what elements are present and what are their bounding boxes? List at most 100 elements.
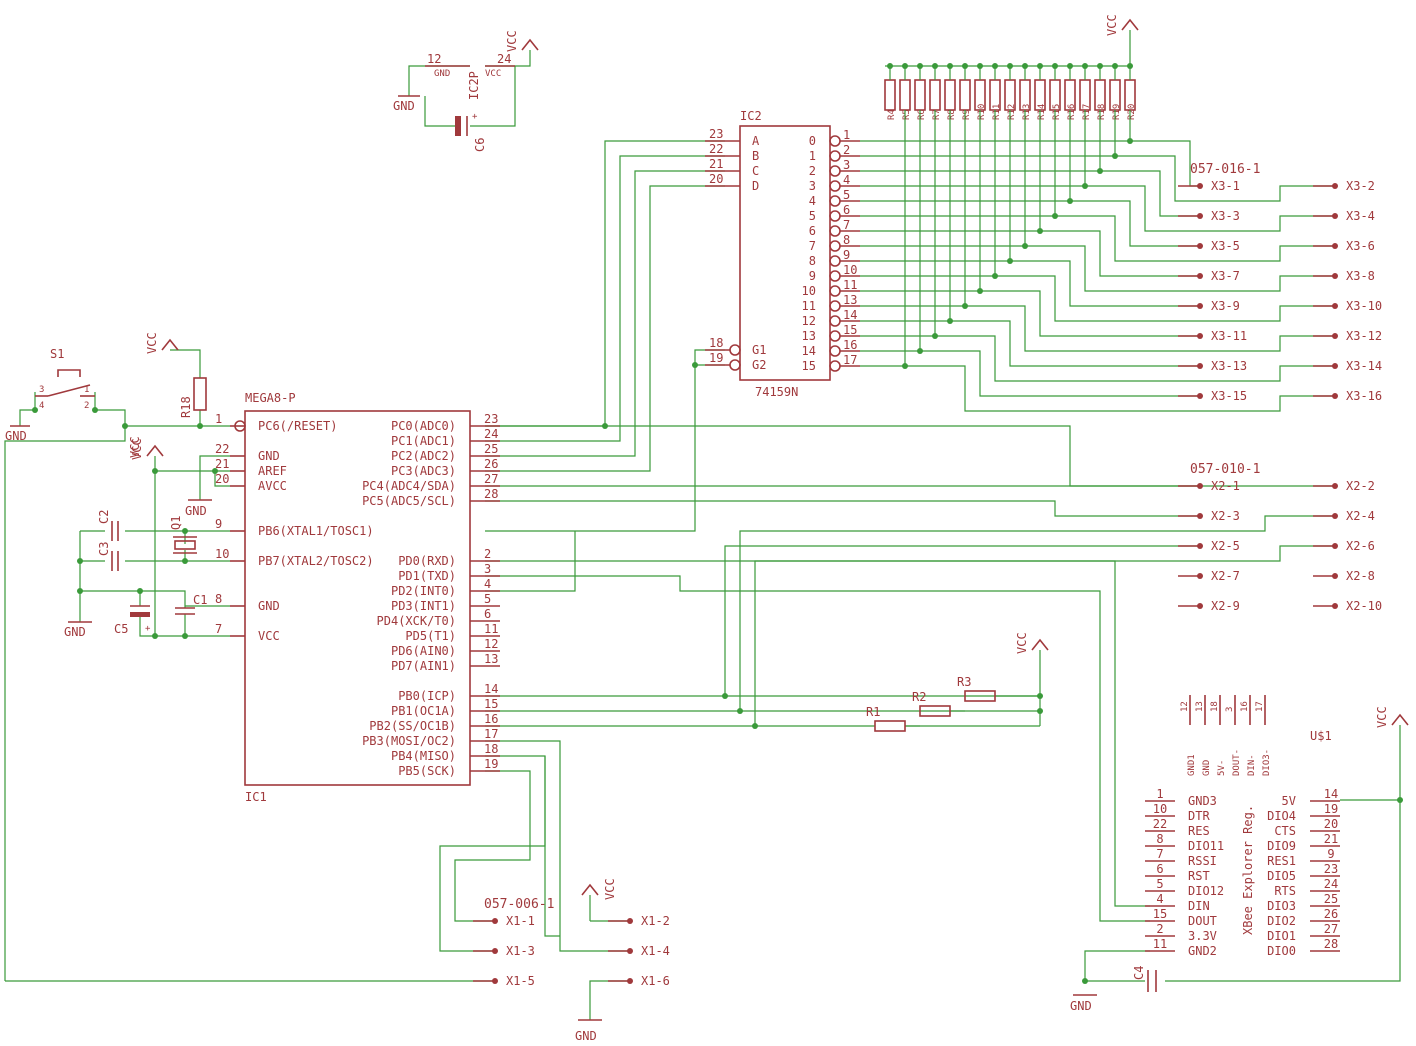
ic1-right-pins: 23PC0(ADC0)24PC1(ADC1)25PC2(ADC2)26PC3(A… (362, 412, 500, 778)
ic1-pin-number: 23 (484, 412, 498, 426)
x3-pin-pad (1197, 213, 1203, 219)
xbee-pin-number: 7 (1156, 847, 1163, 861)
x3-pin-pad (1197, 333, 1203, 339)
x2-pin-label: X2-2 (1346, 479, 1375, 493)
x3-pin-pad (1197, 273, 1203, 279)
ic1-pin-number: 24 (484, 427, 498, 441)
r1-name: R1 (866, 705, 880, 719)
ic2-pin-number: 23 (709, 127, 723, 141)
ic1-pin-label: PD6(AIN0) (391, 644, 456, 658)
x2-pin-pad (1332, 603, 1338, 609)
x3-route-wire (860, 260, 1200, 307)
ic2p-name: IC2P (467, 71, 481, 100)
junction-dot (902, 63, 908, 69)
ic2-pin-number: 11 (843, 278, 857, 292)
ic2-output-bubble (829, 255, 841, 267)
xbee-pin-label: GND3 (1188, 794, 1217, 808)
xbee-pin-number: 27 (1324, 922, 1338, 936)
s1-gnd-symbol: GND (5, 429, 27, 443)
junction-dot (752, 723, 758, 729)
x3-pin-label: X3-7 (1211, 269, 1240, 283)
xbee-top-pin-label: DIN- (1247, 754, 1257, 776)
x3-pin-label: X3-2 (1346, 179, 1375, 193)
ic2-inverting-bubble (729, 359, 741, 371)
ic1-pin-number: 14 (484, 682, 498, 696)
rarray-resistor (929, 79, 941, 111)
x3-route-wire (860, 230, 1200, 277)
ic2-pin-number: 22 (709, 142, 723, 156)
x2-pin-label: X2-8 (1346, 569, 1375, 583)
xbee-pin-label: DIO5 (1267, 869, 1296, 883)
ic2-output-bubble (829, 180, 841, 192)
xbee-top-pin-number: 16 (1240, 701, 1250, 712)
rarray-resistor-name: R6 (917, 109, 927, 120)
ic1-pin-label: GND (258, 599, 280, 613)
x3-pin-label: X3-13 (1211, 359, 1247, 373)
ic1-pin-number: 9 (215, 517, 222, 531)
x3-pin-pad (1332, 243, 1338, 249)
junction-dot (1127, 138, 1133, 144)
ic1-pin-label: PB2(SS/OC1B) (369, 719, 456, 733)
ic2-output-label: 4 (809, 194, 816, 208)
xbee-top-pin-number: 18 (1210, 701, 1220, 712)
xbee-pin-number: 2 (1156, 922, 1163, 936)
aref-gnd-symbol: GND (185, 504, 207, 518)
x3-pin-pad (1332, 213, 1338, 219)
x2-pin-label: X2-10 (1346, 599, 1382, 613)
ic2-output-bubble (829, 240, 841, 252)
xbee-pin-label: DTR (1188, 809, 1210, 823)
r18-body (193, 377, 207, 411)
x3-route-wire (860, 185, 1335, 232)
ic1-pin-number: 27 (484, 472, 498, 486)
r18-vcc-symbol: VCC (145, 332, 159, 354)
xbee-pin-label: RTS (1274, 884, 1296, 898)
junction-dot (1037, 708, 1043, 714)
s1-pin-3: 3 (39, 385, 44, 395)
xbee-pin-label: DOUT (1188, 914, 1217, 928)
xbee-name: U$1 (1310, 729, 1332, 743)
junction-dot (32, 407, 38, 413)
x3-route-wire (860, 275, 1335, 322)
x3-pin-label: X3-10 (1346, 299, 1382, 313)
junction-dot (182, 558, 188, 564)
xbee-pin-number: 15 (1153, 907, 1167, 921)
rarray-resistor (959, 79, 971, 111)
junction-dot (992, 273, 998, 279)
xbee-pin-number: 4 (1156, 892, 1163, 906)
junction-dot (692, 362, 698, 368)
x1-pin-pad (492, 978, 498, 984)
rarray-resistor-name: R17 (1082, 104, 1092, 120)
junction-dot (992, 63, 998, 69)
ic2-output-label: 6 (809, 224, 816, 238)
ic2-output-bubble (829, 300, 841, 312)
ic2-pin-number: 3 (843, 158, 850, 172)
junction-dot (962, 63, 968, 69)
rarray-resistor-name: R19 (1112, 104, 1122, 120)
ic2-output-label: 15 (802, 359, 816, 373)
r1-body (874, 720, 906, 732)
ic2-pin-number: 14 (843, 308, 857, 322)
ic2-output-bubble (829, 330, 841, 342)
ic1-pin-label: PC4(ADC4/SDA) (362, 479, 456, 493)
ic2p-gnd-symbol: GND (393, 99, 415, 113)
x1-pin-label: X1-6 (641, 974, 670, 988)
ic1-pin-label: AREF (258, 464, 287, 478)
led-resistors: R1 R2 R3 VCC (866, 632, 1049, 732)
ic1-pin-number: 4 (484, 577, 491, 591)
rarray-resistor-name: R18 (1097, 104, 1107, 120)
ic2-pin-label: D (752, 179, 759, 193)
xbee-title: XBee Explorer Reg. (1241, 805, 1255, 935)
junction-dot (737, 708, 743, 714)
junction-dot (1037, 693, 1043, 699)
xbee-pin-label: RES (1188, 824, 1210, 838)
junction-dot (1082, 63, 1088, 69)
x1-pin-label: X1-5 (506, 974, 535, 988)
junction-dot (977, 63, 983, 69)
junction-dot (1007, 258, 1013, 264)
s1-pin-1: 1 (84, 385, 89, 395)
x3-pin-label: X3-4 (1346, 209, 1375, 223)
s1-pin-4: 4 (39, 401, 44, 411)
ic2p-vcc-pin-number: 24 (497, 52, 511, 66)
